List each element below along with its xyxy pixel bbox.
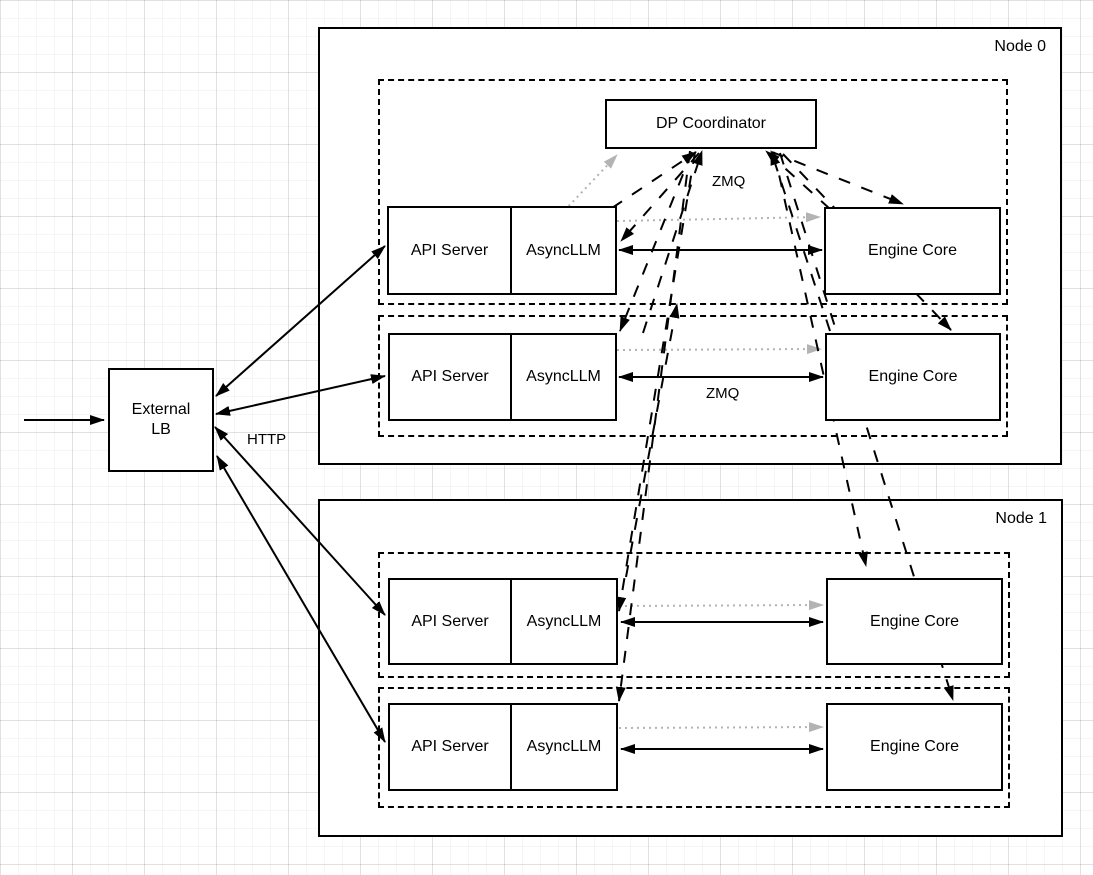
- node0-group0-asyncllm: AsyncLLM: [510, 206, 617, 295]
- external-lb-label: External LB: [131, 401, 191, 438]
- external-lb-box: External LB: [108, 368, 214, 472]
- dp-coordinator-box: DP Coordinator: [605, 99, 817, 149]
- node0-label: Node 0: [994, 38, 1046, 55]
- node0-group1-api-server: API Server: [388, 333, 512, 421]
- api-server-label: API Server: [411, 612, 489, 630]
- http-edge-label: HTTP: [247, 431, 287, 448]
- engine-core-label: Engine Core: [870, 612, 959, 630]
- node1-group0-api-server: API Server: [388, 578, 512, 665]
- node0-group1-engine-core: Engine Core: [825, 333, 1001, 421]
- api-server-label: API Server: [410, 241, 489, 259]
- node1-group1-asyncllm: AsyncLLM: [510, 703, 618, 791]
- api-server-label: API Server: [411, 368, 489, 385]
- engine-core-label: Engine Core: [868, 242, 957, 259]
- zmq-top-edge-label: ZMQ: [712, 173, 746, 190]
- asyncllm-label: AsyncLLM: [526, 738, 602, 755]
- node0-group0-engine-core: Engine Core: [824, 207, 1001, 295]
- node1-group0-engine-core: Engine Core: [826, 578, 1003, 665]
- engine-core-label: Engine Core: [870, 738, 959, 755]
- asyncllm-label: AsyncLLM: [526, 612, 602, 630]
- api-server-label: API Server: [411, 738, 489, 755]
- node1-group1-engine-core: Engine Core: [826, 703, 1003, 791]
- dp-coordinator-label: DP Coordinator: [656, 115, 766, 132]
- asyncllm-label: AsyncLLM: [526, 368, 601, 385]
- node1-group1-api-server: API Server: [388, 703, 512, 791]
- node1-label: Node 1: [995, 510, 1047, 527]
- node0-group0-api-server: API Server: [387, 206, 512, 295]
- zmq-mid-edge-label: ZMQ: [706, 385, 740, 402]
- node1-group0-asyncllm: AsyncLLM: [510, 578, 618, 665]
- asyncllm-label: AsyncLLM: [526, 241, 601, 259]
- node1-group1-box: [378, 687, 1010, 808]
- node0-group1-asyncllm: AsyncLLM: [510, 333, 617, 421]
- engine-core-label: Engine Core: [868, 368, 958, 385]
